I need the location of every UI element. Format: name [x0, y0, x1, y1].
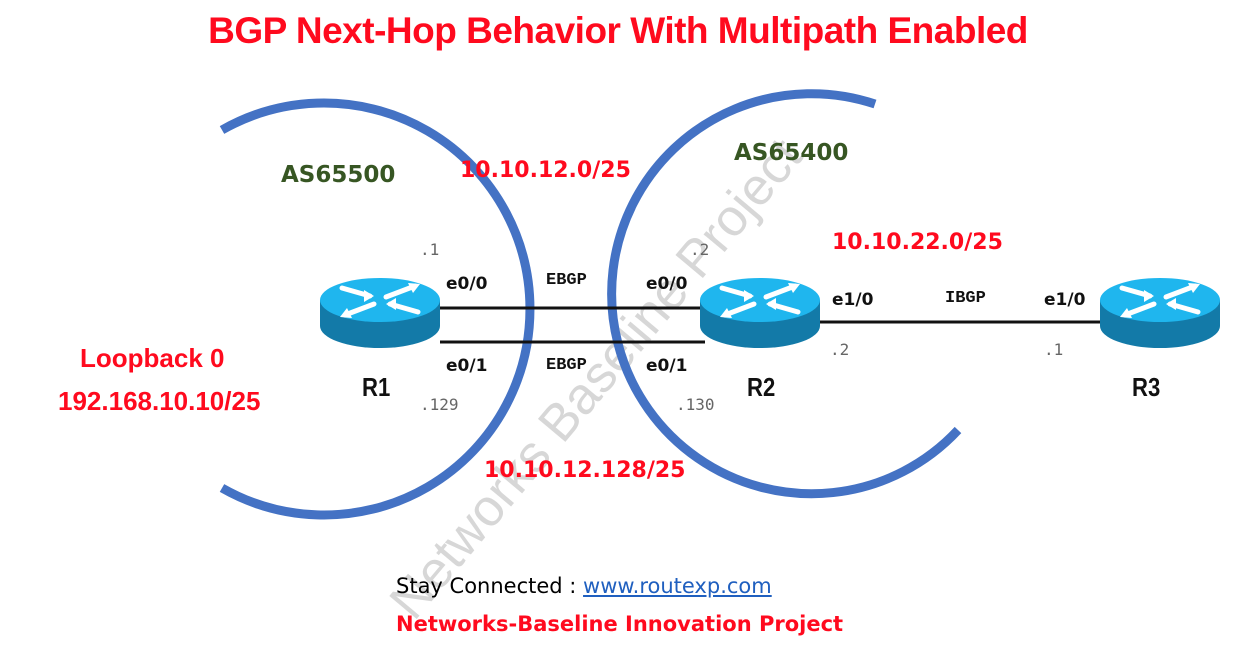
website-link[interactable]: www.routexp.com [583, 574, 772, 598]
diagram-title: BGP Next-Hop Behavior With Multipath Ena… [208, 10, 1028, 51]
r1-e0-0-iface: e0/0 [446, 274, 488, 294]
r2-e0-1-iface: e0/1 [646, 356, 688, 376]
r1-e0-0-ip: .1 [420, 240, 440, 259]
project-name: Networks-Baseline Innovation Project [396, 612, 844, 636]
r2-e0-1-ip: .130 [676, 395, 715, 414]
link2-protocol: EBGP [546, 356, 587, 375]
subnet-r2-r3: 10.10.22.0/25 [832, 230, 1003, 255]
router-r3-icon[interactable] [1100, 278, 1220, 348]
router-r2-label: R2 [747, 372, 776, 402]
as65400-label: AS65400 [734, 140, 849, 166]
r1-e0-1-ip: .129 [420, 395, 459, 414]
subnet-r1-r2-top: 10.10.12.0/25 [460, 158, 631, 183]
router-r3-label: R3 [1132, 372, 1161, 402]
r2-e0-0-ip: .2 [690, 240, 710, 259]
stay-connected-line: Stay Connected : www.routexp.com [396, 574, 772, 598]
router-r2-icon[interactable] [700, 278, 820, 348]
subnet-r1-r2-bottom: 10.10.12.128/25 [484, 458, 686, 483]
as65500-label: AS65500 [281, 162, 396, 188]
r2-e0-0-iface: e0/0 [646, 274, 688, 294]
r3-e1-0-iface: e1/0 [1044, 290, 1086, 310]
router-r1-icon[interactable] [320, 278, 440, 348]
r2-e1-0-iface: e1/0 [832, 290, 874, 310]
loopback-address: 192.168.10.10/25 [58, 386, 261, 416]
r1-e0-1-iface: e0/1 [446, 356, 488, 376]
router-r1-label: R1 [362, 372, 391, 402]
stay-connected-label: Stay Connected : [396, 574, 584, 598]
link1-protocol: EBGP [546, 271, 587, 290]
r2-e1-0-ip: .2 [830, 340, 850, 359]
r3-e1-0-ip: .1 [1044, 340, 1064, 359]
link3-protocol: IBGP [945, 289, 986, 308]
loopback-label: Loopback 0 [80, 343, 225, 373]
